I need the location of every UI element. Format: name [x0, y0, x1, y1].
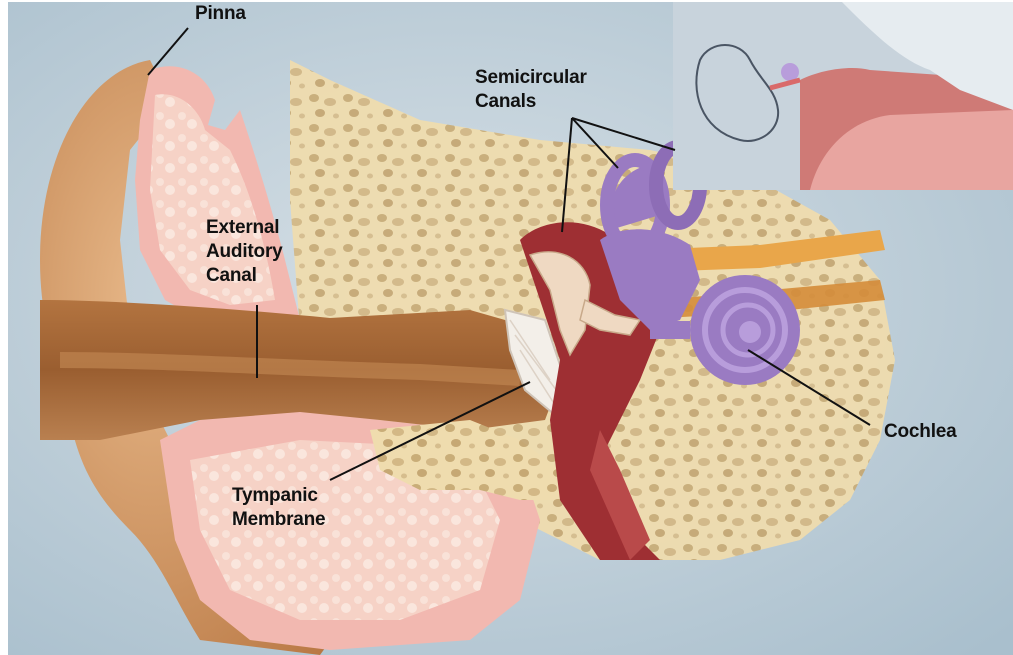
semicircular-leader-3 [571, 117, 676, 151]
label-tympanic-membrane: Tympanic Membrane [232, 484, 326, 532]
label-external-line-2: Auditory [206, 241, 283, 262]
label-external-line-3: Canal [206, 265, 257, 286]
label-external-auditory-canal: External Auditory Canal [206, 216, 283, 288]
label-tympanic-line-2: Membrane [232, 509, 326, 530]
label-pinna: Pinna [195, 3, 246, 24]
label-cochlea: Cochlea [884, 421, 957, 442]
cochlea-leader [747, 349, 871, 426]
semicircular-leader-1 [561, 117, 573, 233]
label-semicircular-line-2: Canals [475, 91, 537, 112]
semicircular-leader-2 [571, 117, 619, 169]
label-external-line-1: External [206, 217, 280, 238]
tympanic-leader [329, 381, 531, 481]
label-semicircular-canals: Semicircular Canals [475, 66, 587, 114]
pinna-leader [147, 27, 189, 76]
label-semicircular-line-1: Semicircular [475, 67, 587, 88]
label-tympanic-line-1: Tympanic [232, 485, 318, 506]
leader-lines [147, 27, 871, 481]
head-inset [673, 0, 1013, 190]
